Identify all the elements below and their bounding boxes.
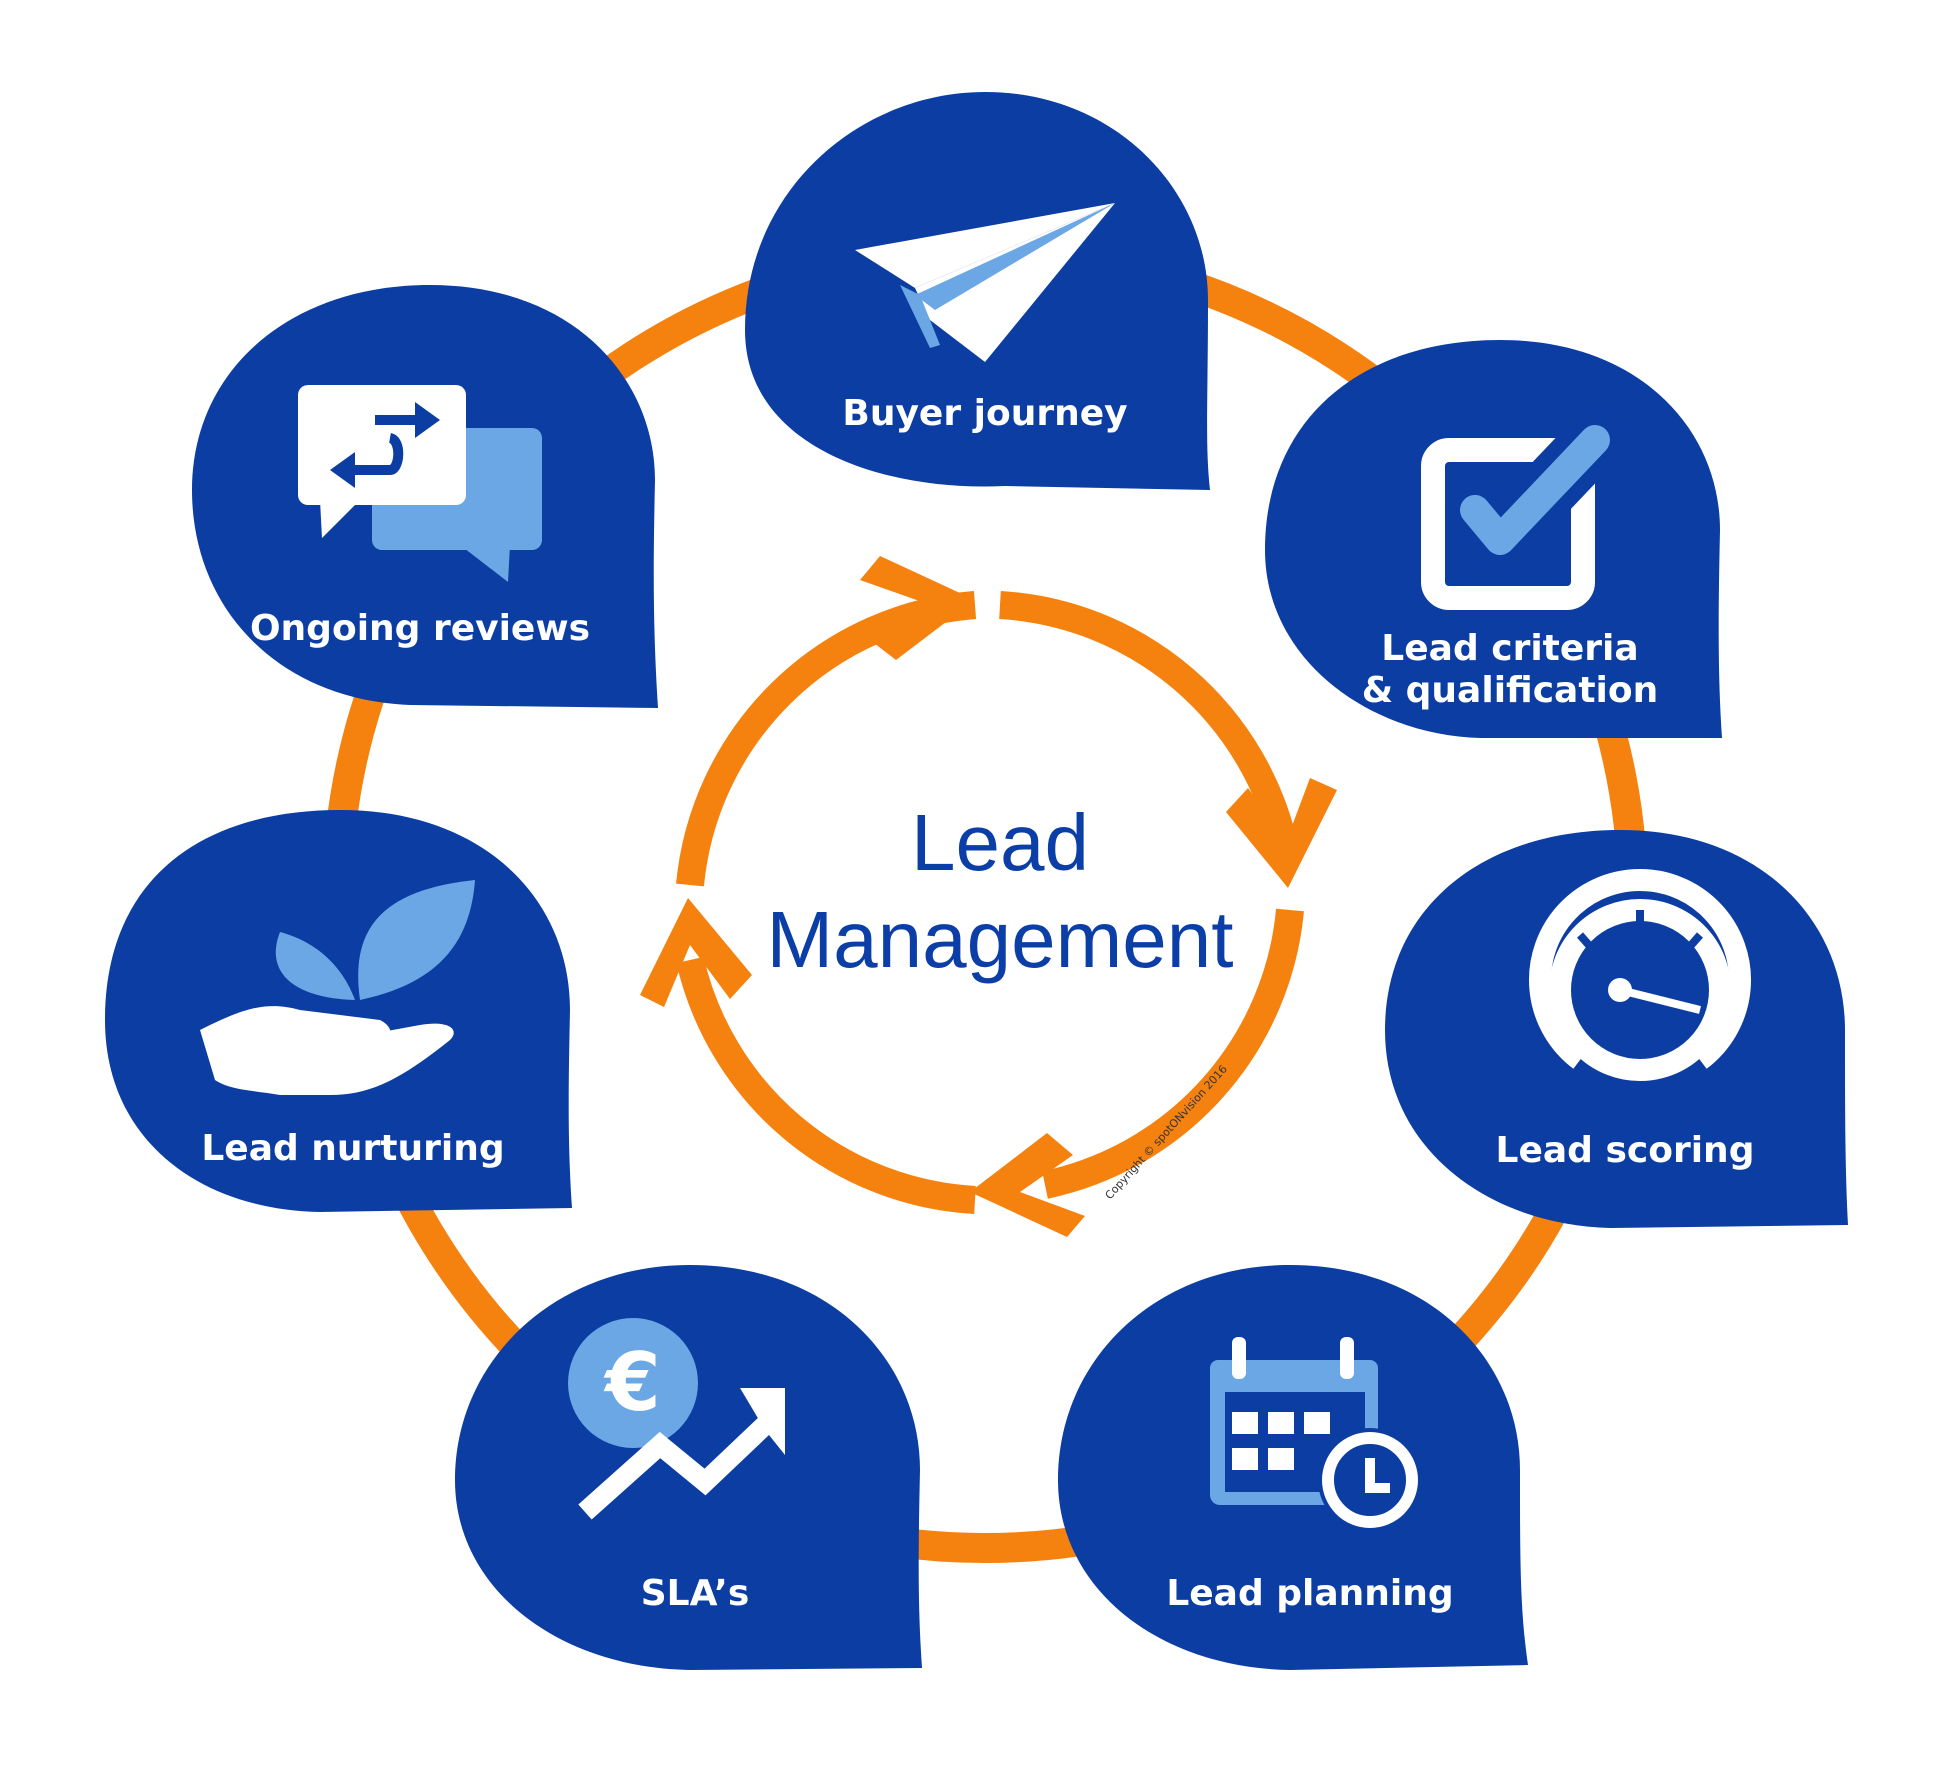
center-title-line1: Lead [911,798,1089,887]
calendar-clock-icon [1210,1337,1422,1532]
cycle-arc-right [999,591,1299,853]
bubble-slas: € SLA’s [455,1265,922,1670]
cycle-arrowheads [640,556,1337,1237]
bubble-lead-planning: Lead planning [1058,1265,1528,1670]
hand-plant-icon [200,880,475,1095]
bubble-label: Lead planning [1166,1573,1453,1614]
checkbox-icon [1421,410,1625,610]
bubble-label: SLA’s [641,1573,750,1614]
svg-text:€: € [603,1336,661,1429]
bubble-lead-scoring: Lead scoring [1385,830,1848,1228]
bubble-label: Lead scoring [1496,1130,1755,1171]
bubble-label: Ongoing reviews [250,608,590,649]
bubble-lead-nurturing: Lead nurturing [105,810,572,1212]
center-title-line2: Management [767,895,1234,984]
paper-plane-icon [855,203,1115,362]
bubble-label: Buyer journey [842,393,1127,434]
chat-exchange-icon [298,385,542,582]
speedometer-icon [1529,869,1751,1081]
bubble-lead-criteria: Lead criteria & qualification [1265,340,1722,738]
copyright-text: Copyright © spotONvision 2016 [1103,1063,1230,1202]
bubble-label-line1: Lead criteria [1381,628,1638,669]
arrowhead-bottom [970,1133,1085,1237]
bubble-label: Lead nurturing [201,1128,504,1169]
bubble-buyer-journey: Buyer journey [745,92,1210,490]
arrowhead-top [860,556,975,660]
cycle-arc-bottom-left [676,956,976,1214]
cycle-arc-bottom-right [1042,908,1304,1199]
bubble-ongoing-reviews: Ongoing reviews [192,285,658,708]
arrowhead-right [1226,778,1337,888]
bubble-label-line2: & qualification [1362,670,1659,711]
arrowhead-left [640,898,752,1007]
euro-growth-icon: € [568,1318,785,1520]
